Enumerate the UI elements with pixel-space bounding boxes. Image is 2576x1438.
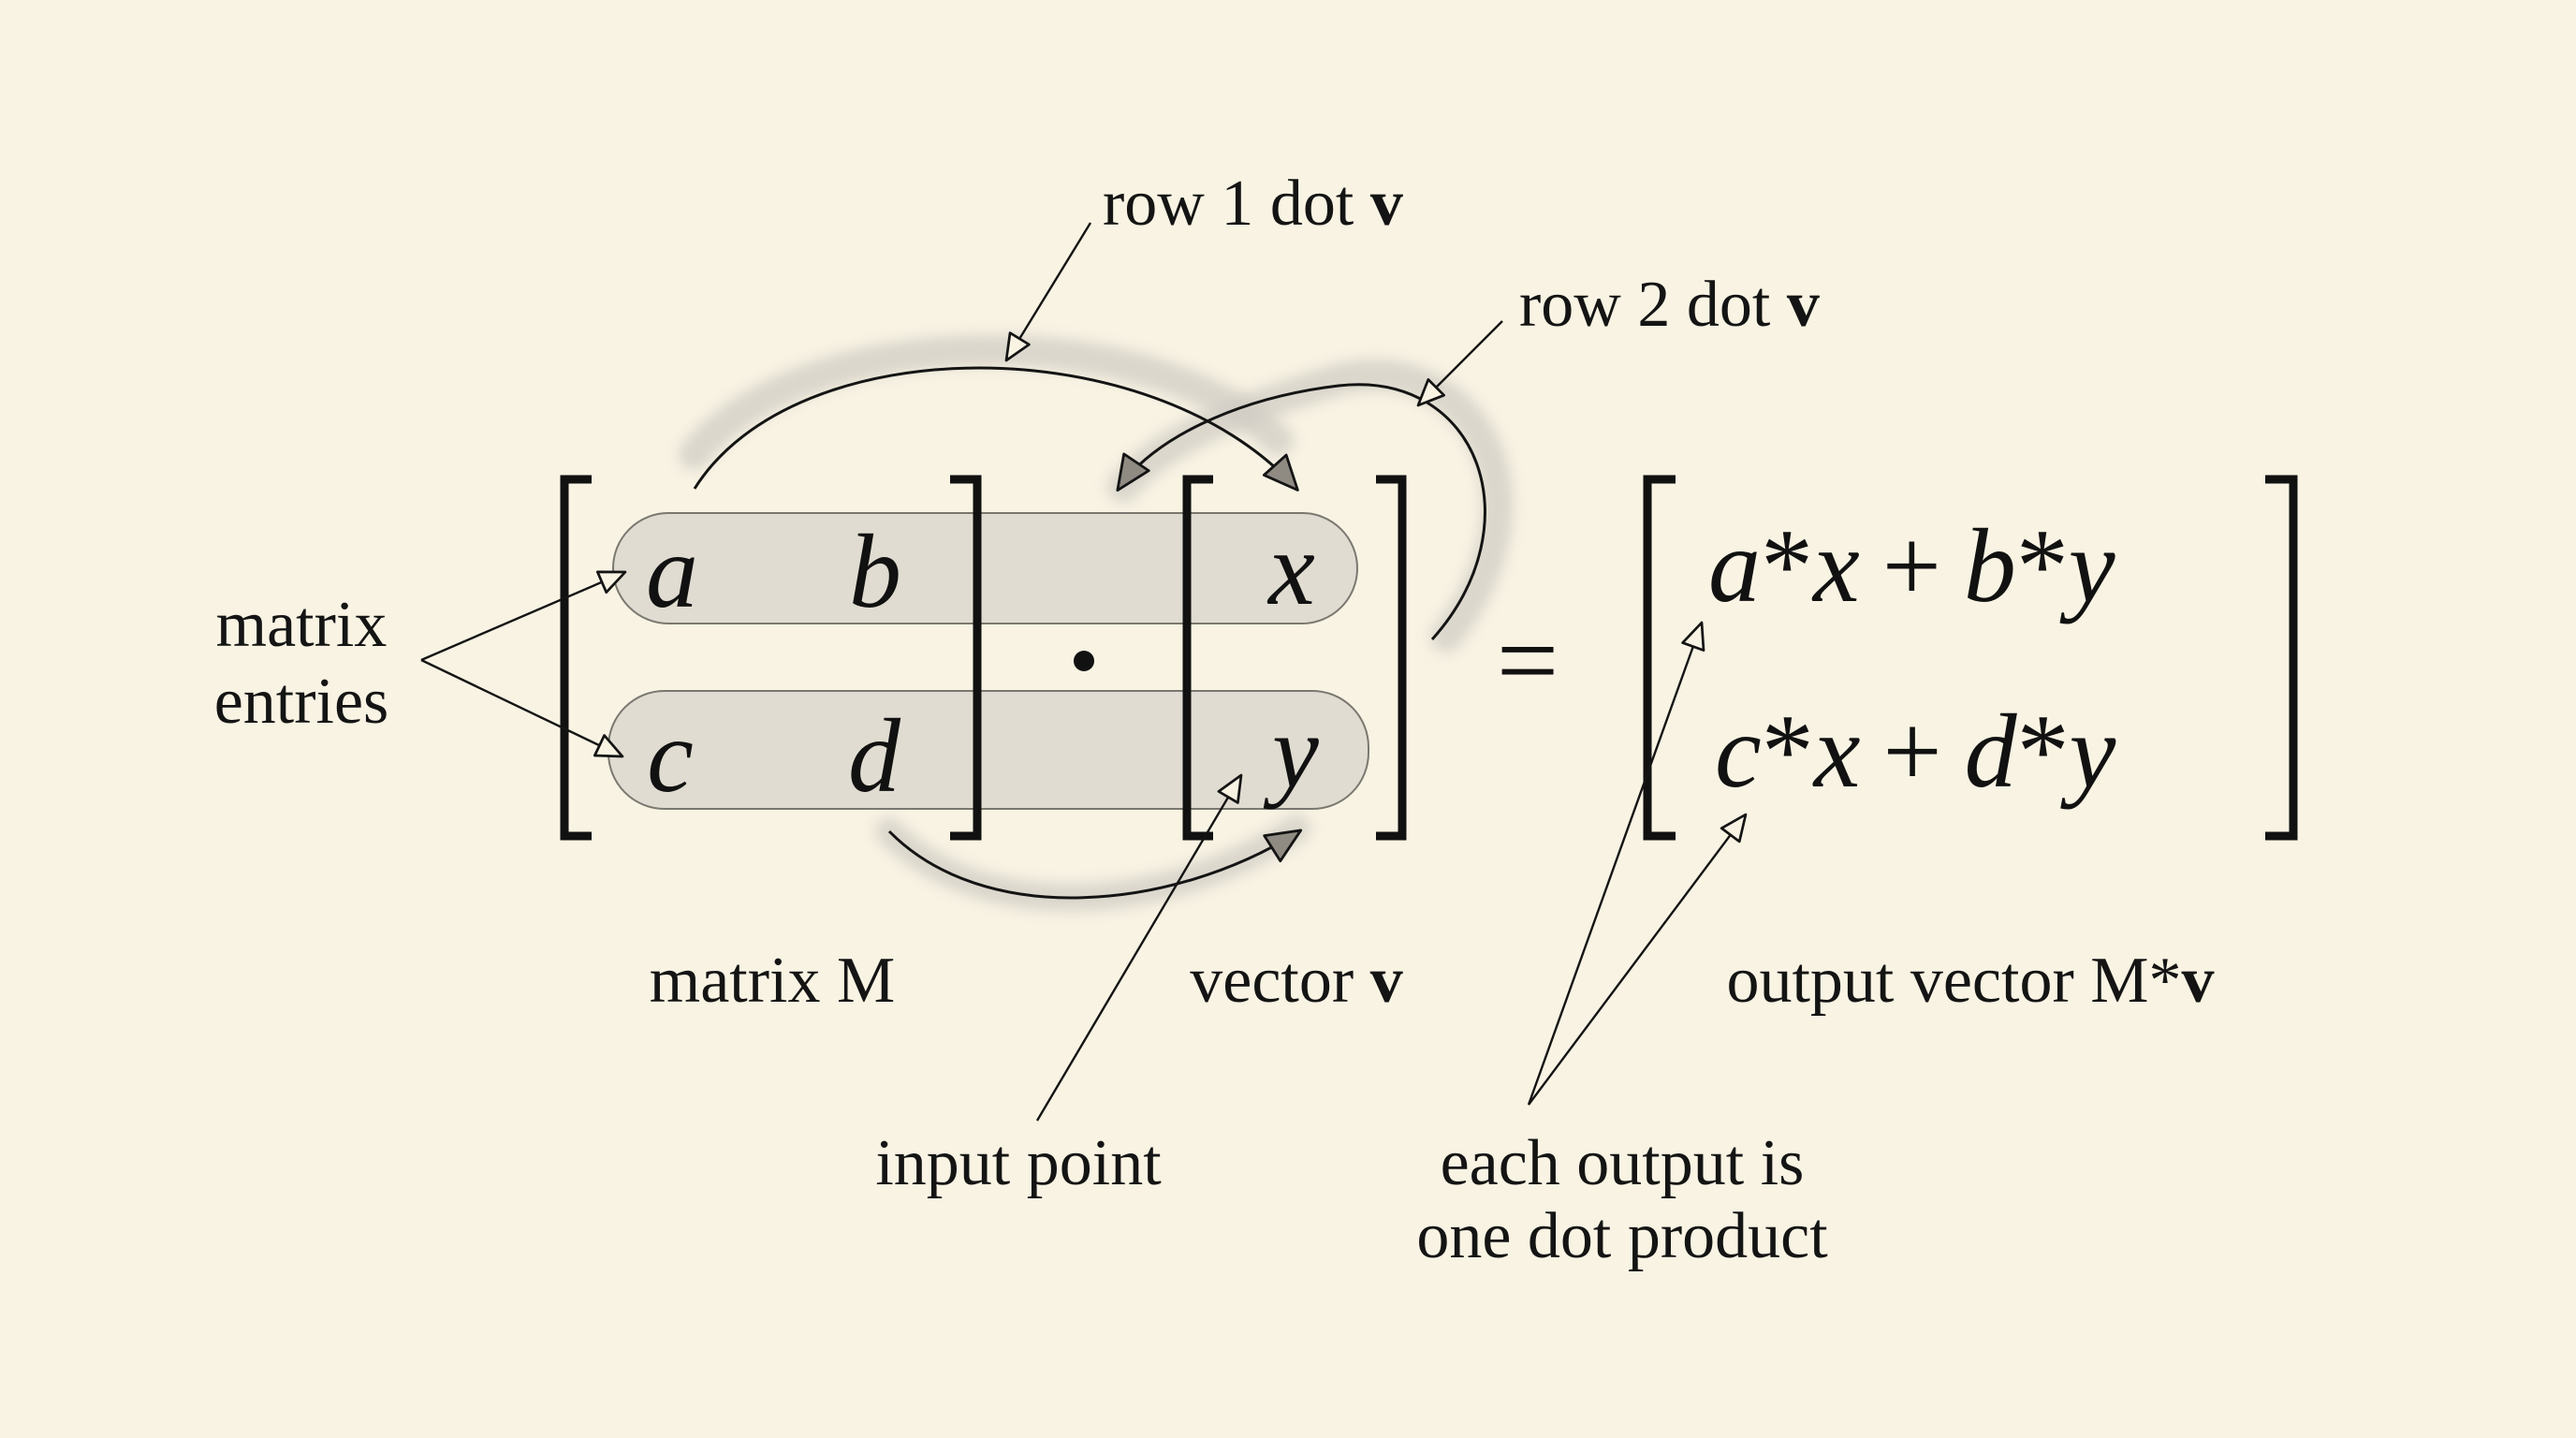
- row2-dot-v: v: [1787, 269, 1820, 341]
- output-row1-term2: x: [1811, 508, 1860, 624]
- matrix-entry-d: d: [848, 698, 901, 814]
- output-row2-times2: *: [2017, 694, 2070, 810]
- row1-dot-text: row 1 dot: [1103, 168, 1370, 240]
- row1-arc: [693, 366, 1299, 492]
- output-left-bracket: [1643, 475, 1676, 841]
- vector-entry-y: y: [1263, 694, 1319, 810]
- row1-dot-label: row 1 dot v: [1103, 168, 1403, 240]
- row1-highlight-band: [612, 512, 1358, 624]
- output-pointer-row1: [1527, 621, 1705, 1106]
- each-output-label-line1: each output is: [1441, 1127, 1805, 1199]
- output-row2-term2: x: [1812, 694, 1861, 810]
- matrix-entry-c: c: [647, 698, 694, 814]
- matrix-entry-b: b: [849, 514, 901, 630]
- entries-pointer-c: [420, 658, 624, 758]
- vector-left-bracket: [1182, 475, 1213, 841]
- row2-arc-shadow: [1107, 359, 1514, 653]
- row1-dot-v: v: [1370, 168, 1403, 240]
- matrix-right-bracket: [950, 475, 982, 841]
- output-row1-times2: *: [2016, 508, 2069, 624]
- vector-right-bracket: [1376, 475, 1407, 841]
- row2-arc: [1116, 383, 1486, 640]
- matrix-entries-label-line2: entries: [214, 666, 389, 738]
- input-point-label: input point: [875, 1127, 1162, 1199]
- matrix-label: matrix M: [650, 945, 895, 1017]
- output-label: output vector M*v: [1726, 945, 2214, 1017]
- output-row1-plus: +: [1882, 508, 1941, 624]
- output-row1-times1: *: [1761, 508, 1813, 624]
- vector-entry-x: x: [1266, 511, 1315, 627]
- output-row2-term1: c: [1715, 694, 1762, 810]
- equals-sign: =: [1497, 599, 1559, 722]
- matrix-entry-a: a: [646, 514, 698, 630]
- vector-label: vector v: [1190, 945, 1402, 1017]
- matrix-left-bracket: [560, 475, 592, 841]
- row2-dot-label: row 2 dot v: [1519, 269, 1820, 341]
- output-right-bracket: [2265, 475, 2298, 841]
- output-row-2: c*x+d*y: [1715, 694, 2116, 810]
- output-row-1: a*x+b*y: [1708, 508, 2115, 624]
- output-row2-term4: y: [2060, 694, 2116, 810]
- bottom-arc: [887, 829, 1303, 900]
- each-output-label-line2: one dot product: [1416, 1200, 1828, 1272]
- row2-dot-text: row 2 dot: [1519, 269, 1787, 341]
- vector-label-v: v: [1370, 945, 1403, 1017]
- row1-pointer: [1004, 222, 1092, 362]
- output-label-v: v: [2182, 945, 2215, 1017]
- output-row2-plus: +: [1882, 694, 1941, 810]
- output-row1-term1: a: [1708, 508, 1761, 624]
- vector-label-text: vector: [1190, 945, 1369, 1017]
- output-row1-term3: b: [1964, 508, 2016, 624]
- output-row2-times1: *: [1762, 694, 1814, 810]
- entries-pointer-a: [420, 570, 627, 662]
- output-row2-term3: d: [1965, 694, 2018, 810]
- output-pointer-row2: [1528, 813, 1748, 1106]
- output-row1-term4: y: [2059, 508, 2115, 624]
- output-label-text: output vector M*: [1726, 945, 2181, 1017]
- dot-operator-mark: [1074, 651, 1094, 671]
- row2-pointer: [1416, 320, 1503, 407]
- matrix-entries-label-line1: matrix: [216, 589, 388, 661]
- row2-highlight-band: [607, 690, 1369, 810]
- row1-arc-shadow: [679, 334, 1294, 470]
- input-pointer: [1035, 773, 1243, 1122]
